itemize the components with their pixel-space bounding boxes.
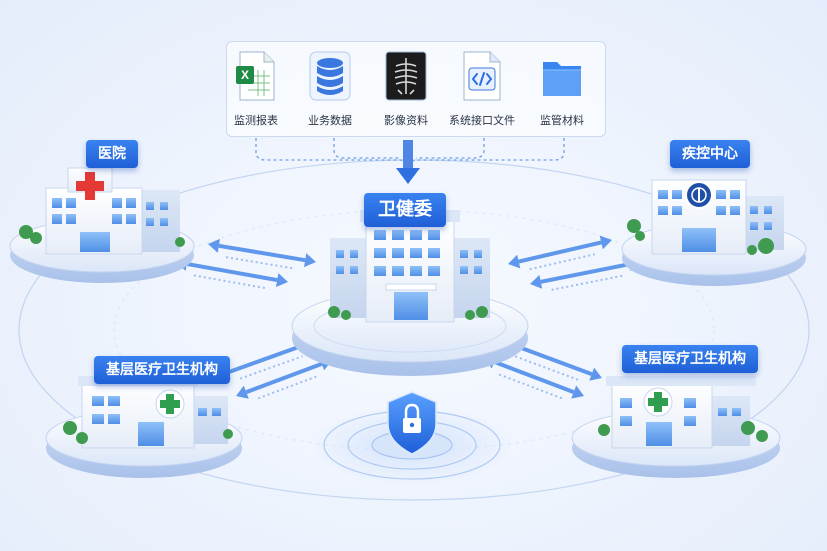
cdc-label: 疾控中心 [670, 140, 750, 168]
folder-icon [543, 62, 581, 96]
green-cross-icon [648, 392, 668, 412]
source-label: 系统接口文件 [449, 114, 515, 127]
source-monitoring-report: X 监测报表 [208, 50, 304, 128]
spreadsheet-icon: X [236, 51, 275, 101]
source-imaging: 影像资料 [358, 50, 454, 128]
database-icon [309, 51, 351, 101]
clinic-left-label: 基层医疗卫生机构 [94, 356, 230, 384]
green-cross-icon [160, 394, 180, 414]
source-label: 影像资料 [384, 114, 428, 127]
shield-lock-icon [387, 391, 437, 455]
cdc-emblem-icon [685, 181, 713, 209]
red-cross-icon [76, 172, 104, 200]
source-business-data: 业务数据 [282, 50, 378, 128]
hub-label: 卫健委 [364, 193, 446, 227]
cdc-building [627, 179, 784, 255]
hospital-label: 医院 [86, 140, 138, 168]
hospital-connector-arrow [176, 257, 288, 290]
clinic-right-building [598, 376, 768, 449]
source-label: 监管材料 [540, 114, 584, 127]
source-interface-files: 系统接口文件 [434, 50, 530, 128]
clinic-left-building [63, 376, 233, 449]
hospital-building [19, 167, 185, 255]
source-down-arrow [396, 140, 420, 184]
clinic-right-label: 基层医疗卫生机构 [622, 345, 758, 373]
source-regulatory-materials: 监管材料 [514, 50, 610, 128]
cdc-connector-arrow [508, 235, 612, 271]
svg-text:X: X [241, 68, 249, 82]
xray-image-icon [385, 51, 427, 101]
code-file-icon [463, 51, 501, 101]
source-label: 监测报表 [234, 114, 278, 127]
source-label: 业务数据 [308, 114, 352, 127]
hospital-connector-arrow [208, 238, 316, 270]
